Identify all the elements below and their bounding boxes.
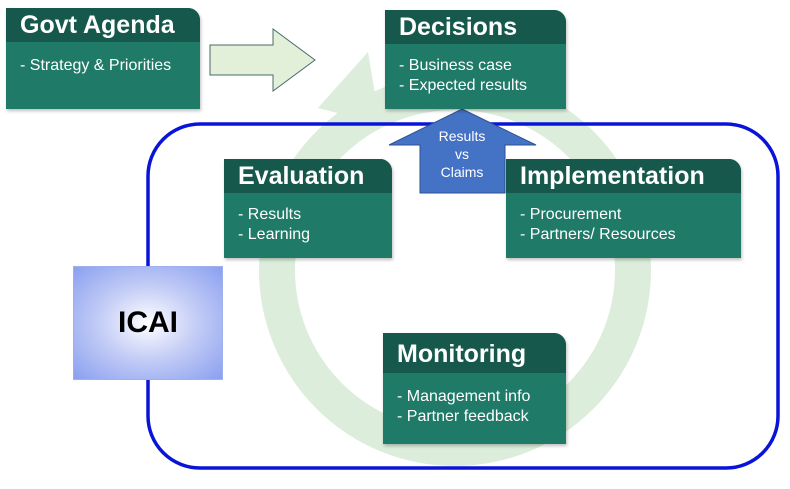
cycle-arrowhead (318, 52, 380, 124)
results-vs-claims-label: Results vs Claims (420, 127, 504, 181)
decisions-item: - Expected results (399, 77, 528, 94)
implementation-box: Implementation - Procurement - Partners/… (506, 159, 741, 258)
decisions-title: Decisions (385, 10, 566, 44)
govt-agenda-title: Govt Agenda (6, 8, 200, 42)
monitoring-box: Monitoring - Management info - Partner f… (383, 333, 566, 444)
icai-label: ICAI (118, 306, 178, 339)
implementation-item: - Partners/ Resources (520, 226, 676, 243)
evaluation-box: Evaluation - Results - Learning (224, 159, 392, 258)
govt-agenda-box: Govt Agenda - Strategy & Priorities (6, 8, 200, 109)
results-vs-claims-arrow (388, 108, 537, 194)
arrow-label-line: vs (455, 146, 469, 162)
evaluation-item: - Results (238, 206, 302, 223)
implementation-item: - Procurement (520, 206, 622, 223)
icai-box: ICAI (73, 266, 223, 380)
evaluation-title: Evaluation (224, 159, 392, 193)
arrow-label-line: Results (438, 128, 486, 144)
monitoring-item: - Management info (397, 388, 531, 405)
decisions-box: Decisions - Business case - Expected res… (385, 10, 566, 109)
implementation-title: Implementation (506, 159, 741, 193)
evaluation-item: - Learning (238, 226, 311, 243)
govt-agenda-item: - Strategy & Priorities (20, 57, 172, 74)
agenda-to-decisions-arrow (209, 28, 316, 92)
arrow-label-line: Claims (440, 164, 484, 180)
monitoring-title: Monitoring (383, 333, 566, 373)
decisions-item: - Business case (399, 57, 512, 74)
monitoring-item: - Partner feedback (397, 408, 529, 425)
